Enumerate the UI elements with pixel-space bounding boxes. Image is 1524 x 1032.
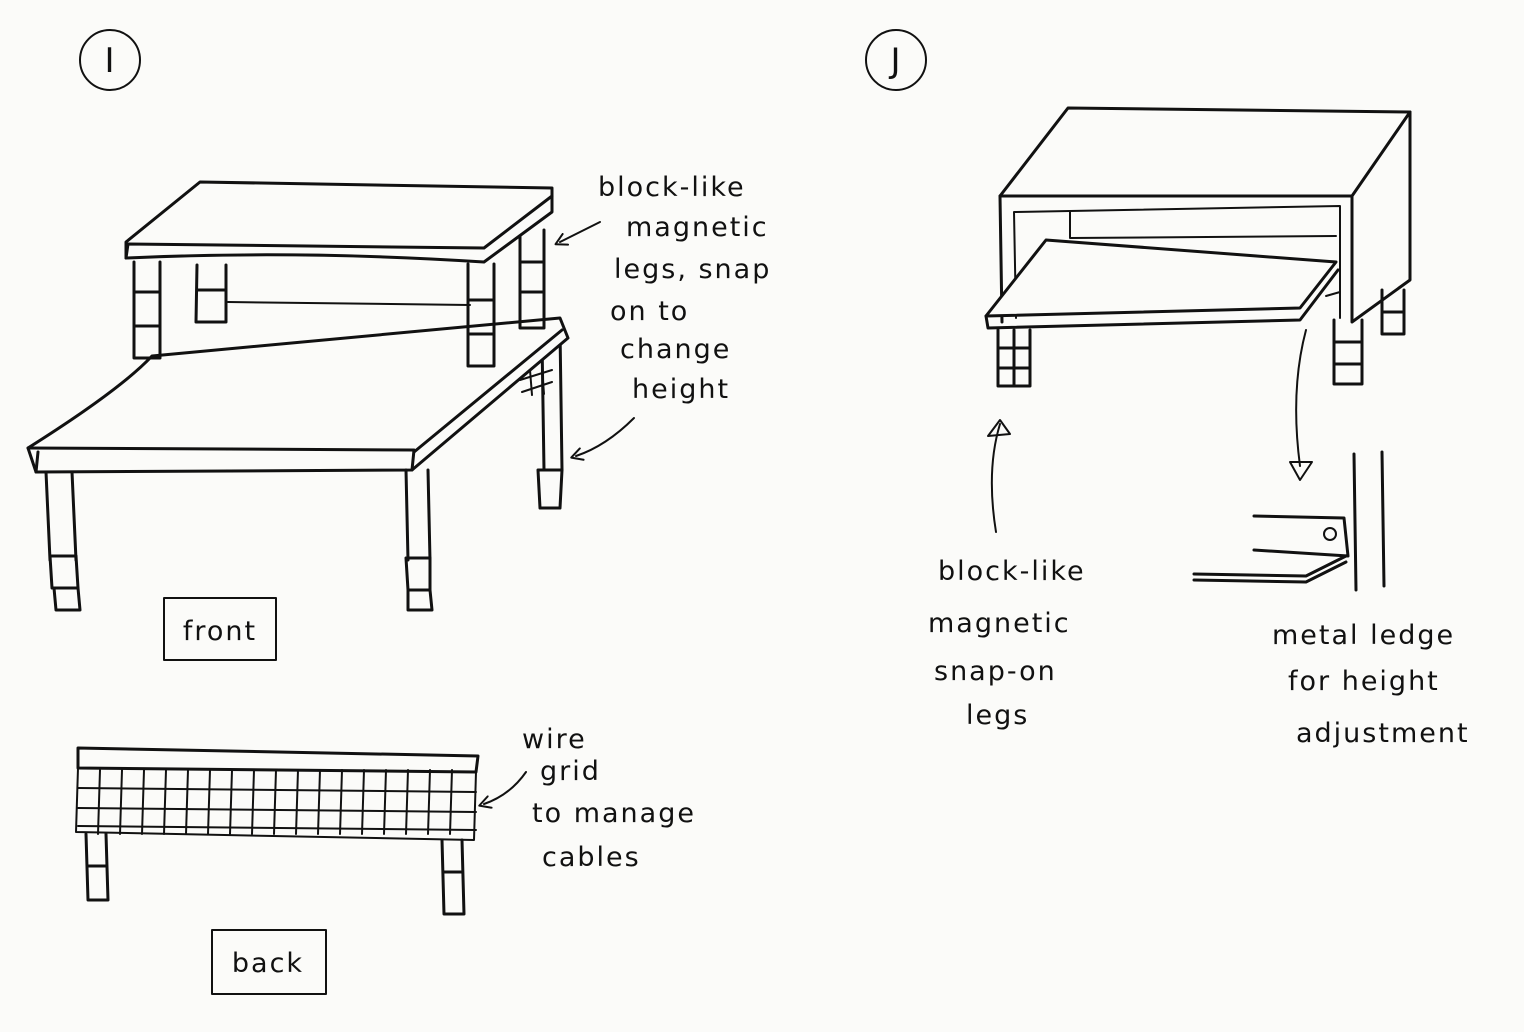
grid-note-line3: to manage <box>532 798 696 829</box>
grid-note-line4: cables <box>542 842 641 873</box>
ledge-detail <box>1194 452 1384 590</box>
grid-note-line1: wire <box>522 724 587 755</box>
legs-note-j-line1: block-like <box>938 556 1086 587</box>
panel-j: J <box>866 30 1470 749</box>
legs-note-i-line1: block-like <box>598 172 746 203</box>
legs-note-i-line5: change <box>620 334 731 365</box>
box-unit <box>986 108 1410 386</box>
legs-note-i-line3: legs, snap <box>614 254 771 285</box>
legs-note-i-line6: height <box>632 374 730 405</box>
legs-note-j-line4: legs <box>966 700 1029 731</box>
legs-note-j-line3: snap-on <box>934 656 1057 687</box>
back-label: back <box>232 948 304 979</box>
ledge-note-line3: adjustment <box>1296 718 1470 749</box>
panel-marker-i: I <box>80 30 140 90</box>
panel-i: I <box>28 30 771 994</box>
legs-note-j: block-like magnetic snap-on legs <box>928 556 1086 731</box>
ledge-note: metal ledge for height adjustment <box>1272 620 1470 749</box>
front-label-box: front <box>164 598 276 660</box>
legs-note-j-line2: magnetic <box>928 608 1071 639</box>
lower-table <box>28 318 568 610</box>
panel-marker-j: J <box>866 30 926 90</box>
ledge-note-line1: metal ledge <box>1272 620 1455 651</box>
back-view-table <box>76 748 478 914</box>
panel-marker-i-text: I <box>104 41 115 81</box>
back-label-box: back <box>212 930 326 994</box>
legs-note-i-line2: magnetic <box>626 212 769 243</box>
legs-note-i-line4: on to <box>610 296 689 327</box>
ledge-note-line2: for height <box>1288 666 1440 697</box>
grid-note-line2: grid <box>540 756 601 787</box>
front-label: front <box>183 616 257 647</box>
grid-note: wire grid to manage cables <box>522 724 696 873</box>
panel-marker-j-text: J <box>888 41 901 81</box>
legs-note-i: block-like magnetic legs, snap on to cha… <box>598 172 771 405</box>
